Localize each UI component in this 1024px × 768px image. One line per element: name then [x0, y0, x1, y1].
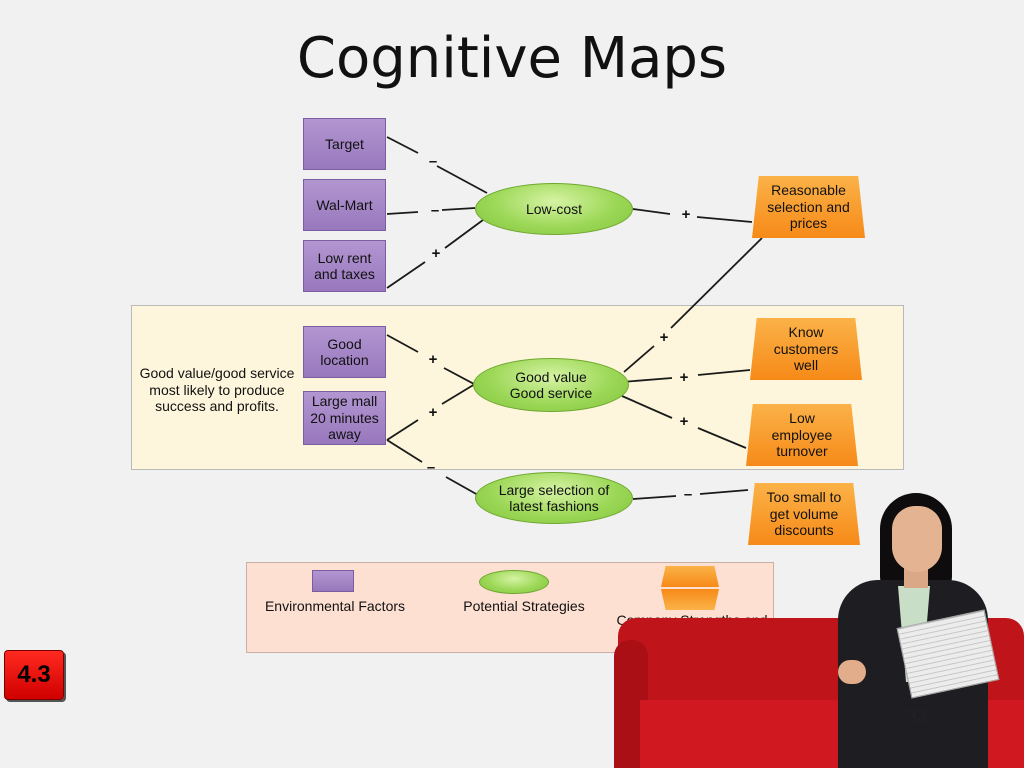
- sign-goodvalue-turnover: +: [679, 413, 689, 430]
- sign-mall-selection: –: [426, 459, 436, 476]
- band-annotation: Good value/good service most likely to p…: [139, 365, 295, 414]
- page-number: 33: [907, 706, 928, 726]
- strategy-low-cost: Low-cost: [475, 183, 633, 235]
- sign-selection-toosmall: –: [683, 486, 693, 503]
- line-goodvalue-reasonable-b: [670, 237, 763, 329]
- sign-goodvalue-reasonable: +: [659, 329, 669, 346]
- env-large-mall-label: Large mall 20 minutes away: [310, 393, 379, 443]
- sign-location-goodvalue: +: [428, 351, 438, 368]
- env-target: Target: [303, 118, 386, 170]
- line-goodvalue-turnover-b: [697, 427, 747, 449]
- line-lowcost-reasonable-a: [632, 208, 671, 215]
- outcome-know-customers-label: Know customers well: [773, 324, 839, 374]
- strategy-large-selection: Large selection of latest fashions: [475, 472, 633, 524]
- line-mall-selection-b: [445, 476, 479, 496]
- strategy-good-value-label: Good value Good service: [509, 368, 593, 402]
- env-good-location: Good location: [303, 326, 386, 378]
- env-low-rent-label: Low rent and taxes: [314, 249, 375, 283]
- line-goodvalue-customers-a: [621, 377, 673, 383]
- sign-target-lowcost: –: [428, 153, 438, 170]
- outcome-low-turnover-label: Low employee turnover: [771, 410, 833, 460]
- line-location-goodvalue-a: [386, 334, 419, 353]
- line-target-lowcost-b: [436, 165, 488, 194]
- slide-title: Cognitive Maps: [296, 26, 728, 91]
- env-walmart-label: Wal-Mart: [316, 196, 373, 213]
- outcome-know-customers: Know customers well: [750, 318, 862, 380]
- outcome-reasonable-label: Reasonable selection and prices: [767, 182, 850, 232]
- line-mall-goodvalue-b: [441, 383, 476, 405]
- strategy-large-selection-label: Large selection of latest fashions: [498, 481, 610, 515]
- outcome-low-turnover: Low employee turnover: [746, 404, 858, 466]
- line-target-lowcost-a: [386, 136, 419, 154]
- sign-lowrent-lowcost: +: [431, 245, 441, 262]
- env-walmart: Wal-Mart: [303, 179, 386, 231]
- legend-environmental-label: Environmental Factors: [264, 598, 406, 614]
- line-mall-goodvalue-a: [386, 419, 419, 441]
- env-large-mall: Large mall 20 minutes away: [303, 391, 386, 445]
- line-lowrent-lowcost-b: [444, 219, 484, 249]
- woman-on-sofa-photo: [614, 490, 1024, 768]
- outcome-reasonable: Reasonable selection and prices: [752, 176, 865, 238]
- strategy-good-value: Good value Good service: [473, 358, 629, 412]
- outcome-too-small: Too small to get volume discounts: [748, 483, 860, 545]
- line-lowcost-reasonable-b: [696, 216, 753, 223]
- sign-goodvalue-customers: +: [679, 369, 689, 386]
- env-good-location-label: Good location: [320, 335, 369, 369]
- line-selection-toosmall-a: [632, 495, 677, 500]
- line-walmart-lowcost-b: [441, 207, 476, 211]
- sign-mall-goodvalue: +: [428, 404, 438, 421]
- line-lowrent-lowcost-a: [386, 261, 426, 289]
- env-low-rent: Low rent and taxes: [303, 240, 386, 292]
- strategy-low-cost-label: Low-cost: [525, 200, 583, 217]
- outcome-too-small-label: Too small to get volume discounts: [766, 489, 842, 539]
- line-mall-selection-a: [386, 439, 423, 463]
- legend-strategy-label: Potential Strategies: [463, 598, 585, 614]
- legend-strength-swatch: [661, 566, 719, 610]
- line-goodvalue-customers-b: [697, 369, 751, 376]
- line-selection-toosmall-b: [699, 489, 749, 495]
- legend-environmental-swatch: [312, 570, 354, 592]
- sign-walmart-lowcost: –: [430, 202, 440, 219]
- legend-strategy-swatch: [479, 570, 549, 594]
- line-walmart-lowcost-a: [386, 211, 419, 215]
- line-goodvalue-turnover-a: [621, 395, 673, 419]
- line-location-goodvalue-b: [443, 367, 475, 385]
- env-target-label: Target: [325, 135, 364, 152]
- line-goodvalue-reasonable-a: [623, 345, 655, 373]
- section-badge: 4.3: [4, 650, 64, 700]
- sign-lowcost-reasonable: +: [681, 206, 691, 223]
